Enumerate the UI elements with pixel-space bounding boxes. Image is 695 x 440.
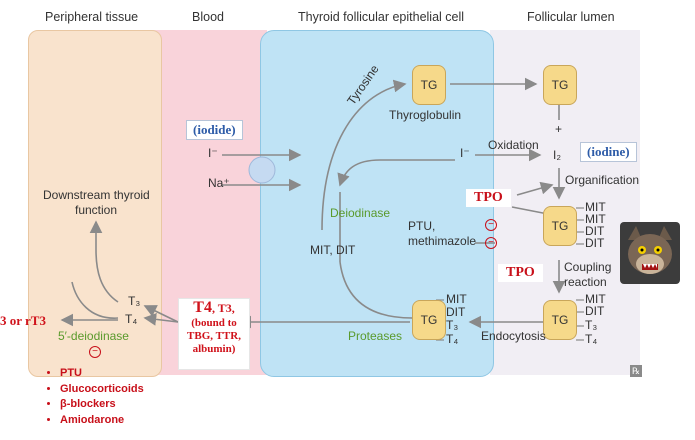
downstream-label-2: function [75, 203, 118, 217]
header-follicular-cell: Thyroid follicular epithelial cell [298, 10, 465, 24]
downstream-label-1: Downstream thyroid [43, 188, 150, 202]
t4-bound-title: T4 [193, 299, 212, 316]
inhibit-icon: − [89, 346, 101, 358]
wolf-mascot-icon [620, 222, 680, 284]
tpo-label-coupling: TPO [498, 264, 543, 282]
thyroglobulin-label: Thyroglobulin [389, 108, 462, 122]
inhibit-icon: − [485, 219, 497, 231]
stack-t4: T₄ [585, 332, 598, 346]
ptu-methimazole-label-1: PTU, [408, 219, 436, 233]
t4-bound-line-3: (bound to [191, 317, 237, 329]
endocytosis-label: Endocytosis [481, 329, 546, 343]
t4-bound-t3: , T3, [211, 301, 235, 315]
ptu-methimazole-label-2: methimazole [408, 234, 477, 248]
deiodinase-label: Deiodinase [330, 206, 391, 220]
stack-dit-2: DIT [585, 236, 605, 250]
t3-peripheral-label: T₃ [128, 294, 141, 308]
iodide-blood-label: I⁻ [208, 146, 218, 160]
header-blood: Blood [192, 10, 224, 24]
thyroglobulin-cell-bottom: TG [412, 300, 446, 340]
header-peripheral-tissue: Peripheral tissue [45, 10, 139, 24]
stack-t3: T₃ [585, 318, 598, 332]
drug-list: PTU Glucocorticoids β-blockers Amiodaron… [42, 366, 144, 428]
drug-item: Amiodarone [60, 413, 144, 429]
mit-dit-label: MIT, DIT [310, 243, 356, 257]
stack-dit: DIT [446, 305, 466, 319]
t4-bound-box: T4, T3, (bound to TBG, TTR, albumin) [178, 298, 250, 370]
thyroglobulin-cell-top: TG [412, 65, 446, 105]
five-prime-deiodinase-label: 5′-deiodinase [58, 329, 129, 343]
header-follicular-lumen: Follicular lumen [527, 10, 615, 24]
t3-rt3-label: 3 or rT3 [0, 313, 46, 328]
thyroglobulin-lumen-top: TG [543, 65, 577, 105]
stack-mit: MIT [446, 292, 467, 306]
oxidation-label: Oxidation [488, 138, 539, 152]
t4-bound-line-5: albumin) [192, 343, 236, 355]
drug-item: PTU [60, 366, 144, 382]
stack-dit: DIT [585, 304, 605, 318]
publisher-logo-icon: ℞ [630, 365, 642, 377]
iodine-label: (iodine) [580, 142, 637, 162]
plus-label: + [555, 122, 563, 136]
t4-peripheral-label: T₄ [125, 312, 138, 326]
stack-mit: MIT [585, 292, 606, 306]
coupling-label-1: Coupling [564, 260, 612, 274]
inhibit-icon: − [485, 237, 497, 249]
t4-bound-line-4: TBG, TTR, [187, 330, 241, 342]
thyroglobulin-lumen-organified: TG [543, 206, 577, 246]
iodide-label: (iodide) [186, 120, 243, 140]
stack-t3: T₃ [446, 318, 459, 332]
i2-label: I₂ [553, 148, 561, 162]
stack-t4: T₄ [446, 332, 459, 346]
stack-dit-1: DIT [585, 224, 605, 238]
stack-mit-1: MIT [585, 200, 606, 214]
iodide-cell-label: I⁻ [460, 146, 470, 160]
tpo-label-oxidation: TPO [466, 189, 511, 207]
organification-label: Organification [565, 173, 640, 187]
proteases-label: Proteases [348, 329, 403, 343]
thyroglobulin-lumen-coupled: TG [543, 300, 577, 340]
drug-item: Glucocorticoids [60, 382, 144, 398]
stack-mit-2: MIT [585, 212, 606, 226]
sodium-label: Na⁺ [208, 176, 230, 190]
peripheral-tissue-region [28, 30, 162, 377]
coupling-label-2: reaction [564, 275, 607, 289]
drug-item: β-blockers [60, 397, 144, 413]
